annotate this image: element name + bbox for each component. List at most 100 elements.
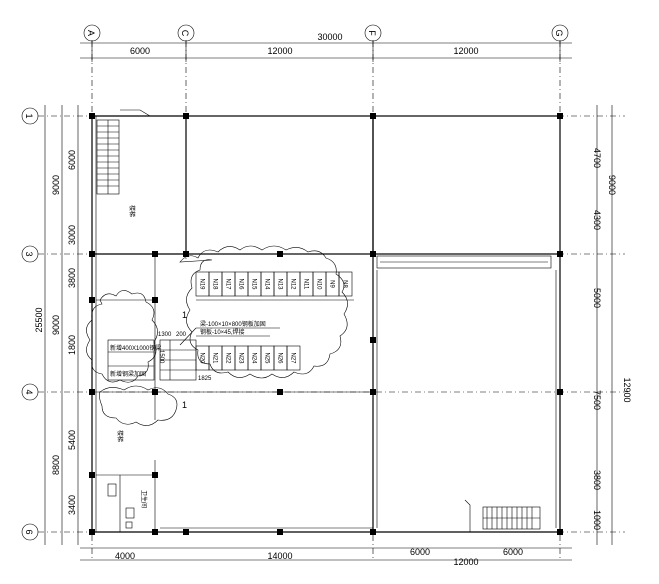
axis-label-1: 1: [24, 113, 34, 118]
dim-bottom-total: 12000: [453, 557, 478, 567]
column-mark: [89, 297, 95, 303]
column-mark: [370, 251, 376, 257]
dim-bottom-1: 14000: [267, 551, 292, 561]
column-mark: [152, 251, 158, 257]
stair-top-left: 楼梯: [96, 109, 151, 217]
dim-left-mid-2: 8800: [51, 455, 61, 475]
beam-note-2: 钢板-10×45,焊接: [200, 328, 245, 336]
dim-right-inner-2: 5000: [592, 288, 602, 308]
column-mark: [183, 529, 189, 535]
cloud-left: [86, 290, 158, 383]
left-dimensions: 25500 9000 9000 8800 6000 3000 3800 1800…: [34, 105, 79, 545]
room-bottom-cell-label: N22: [225, 352, 231, 364]
room-top-cell-label: N13: [277, 278, 283, 290]
column-mark: [152, 389, 158, 395]
dim-left-inner-2: 3800: [67, 268, 77, 288]
cloud-tag-2: 1: [182, 400, 187, 410]
column-mark: [370, 337, 376, 343]
beam-notes: 梁-100×10×800钢板加固 钢板-10×45,焊接 1300 200 15…: [107, 320, 280, 382]
dim-left-mid-1: 9000: [51, 315, 61, 335]
column-mark: [89, 529, 95, 535]
dim-bottom-2: 6000: [410, 547, 430, 557]
room-top-cell-label: N15: [251, 278, 257, 290]
axis-label-3: 3: [24, 251, 34, 256]
column-mark: [557, 529, 563, 535]
dim-left-inner-5: 3400: [67, 495, 77, 515]
column-mark: [89, 251, 95, 257]
axis-label-6: 6: [24, 529, 34, 534]
column-mark: [152, 472, 158, 478]
label-new-beam: 新增400X1000钢梁: [110, 344, 161, 352]
column-mark: [183, 113, 189, 119]
column-mark: [89, 113, 95, 119]
column-mark: [277, 529, 283, 535]
column-mark: [370, 529, 376, 535]
dim-bottom-3: 6000: [503, 547, 523, 557]
room-top-cell-label: N10: [316, 278, 322, 290]
cloud-lower: [99, 385, 178, 426]
dim-right-mid-0: 9000: [607, 175, 617, 195]
column-mark: [152, 297, 158, 303]
column-mark: [277, 251, 283, 257]
dim-left-mid-0: 9000: [51, 175, 61, 195]
axis-bubbles-rows: 1 3 4 6: [21, 107, 39, 541]
room-bottom-cell-label: N27: [290, 352, 296, 364]
column-mark: [89, 389, 95, 395]
dim-top-2: 12000: [453, 46, 478, 56]
axis-lines: [38, 41, 625, 560]
column-mark: [152, 529, 158, 535]
label-stair: 楼梯: [128, 205, 136, 217]
column-mark: [89, 472, 95, 478]
bottom-dimensions: 4000 14000 6000 6000 12000: [80, 547, 572, 567]
room-top-cell-label: N14: [264, 278, 270, 290]
dim-left-inner-3: 1800: [67, 335, 77, 355]
axis-label-g: G: [554, 29, 564, 36]
room-top-cell-label: N19: [199, 278, 205, 290]
dim-left-total: 25500: [34, 307, 44, 332]
label-reinforce: 新增钢梁加固: [110, 370, 146, 378]
column-mark: [277, 389, 283, 395]
toilet-room: 卫生间 楼梯: [107, 430, 148, 529]
room-bottom-cell-label: N26: [277, 352, 283, 364]
stair-bottom-right: [464, 499, 541, 532]
small-dim-2: 1500: [158, 350, 164, 364]
dim-bottom-0: 4000: [115, 551, 135, 561]
dim-left-inner-0: 6000: [67, 150, 77, 170]
top-dimensions: 30000 6000 12000 12000: [80, 32, 572, 62]
room-top-cell-label: N17: [225, 278, 231, 290]
column-mark: [370, 389, 376, 395]
axis-label-f: F: [367, 30, 377, 36]
small-dim-3: 1825: [198, 376, 212, 382]
column-mark: [370, 113, 376, 119]
structural-columns: [89, 113, 563, 535]
room-bottom-cell: [286, 345, 301, 371]
room-top-cell-label: N18: [212, 278, 218, 290]
cloud-tag-1: 1: [182, 310, 187, 320]
room-top-cell-label: N12: [290, 278, 296, 290]
column-mark: [557, 113, 563, 119]
room-bottom-cell-label: N20: [199, 352, 205, 364]
axis-label-c: C: [180, 30, 190, 37]
room-top-cell-label: N11: [303, 279, 309, 290]
dim-right-inner-3: 7500: [592, 390, 602, 410]
dim-right-inner-1: 4300: [592, 210, 602, 230]
axis-label-4: 4: [24, 389, 34, 394]
dim-top-0: 6000: [130, 46, 150, 56]
column-mark: [183, 251, 189, 257]
room-top-cell-label: N8: [342, 280, 348, 288]
dim-right-inner-5: 1000: [592, 510, 602, 530]
beam-note-1: 梁-100×10×800钢板加固: [200, 320, 266, 328]
column-mark: [557, 389, 563, 395]
dim-left-inner-1: 3000: [67, 225, 77, 245]
dim-right-inner-0: 4700: [592, 148, 602, 168]
dim-top-total: 30000: [317, 32, 342, 42]
column-mark: [557, 251, 563, 257]
small-dim-0: 1300: [158, 332, 172, 338]
room-bottom-cell-label: N25: [264, 352, 270, 364]
dim-right-inner-4: 3800: [592, 470, 602, 490]
dim-right-mid-1: 12900: [622, 377, 632, 402]
room-bottom-cell-label: N21: [212, 352, 218, 364]
